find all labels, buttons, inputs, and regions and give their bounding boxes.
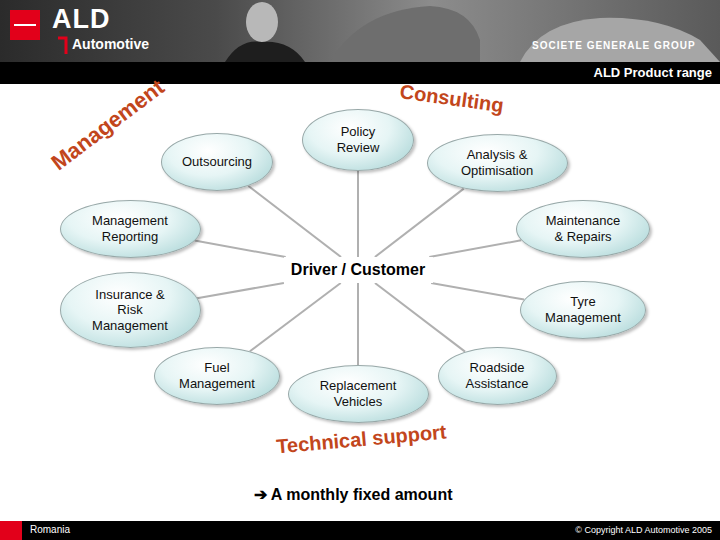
center-text: Driver / Customer xyxy=(291,260,425,279)
spoke-line xyxy=(375,283,465,352)
footer-ground xyxy=(0,521,720,540)
footer-region: Romania xyxy=(30,524,70,535)
service-name: Roadside Assistance xyxy=(460,360,535,391)
driver-head xyxy=(246,2,278,42)
service-name: Tyre Management xyxy=(543,294,623,325)
logo-subword: Automotive xyxy=(72,36,149,52)
center-label: Driver / Customer xyxy=(284,257,433,283)
spoke-line xyxy=(195,241,286,257)
photo-ground xyxy=(0,0,720,62)
arc-heading: Management xyxy=(46,74,169,176)
service-ellipse: Outsourcing xyxy=(161,133,273,191)
footer-copyright: © Copyright ALD Automotive 2005 xyxy=(575,525,712,535)
logo-word: ALD xyxy=(52,4,111,35)
arc-heading: Consulting xyxy=(398,80,505,117)
service-name: Replacement Vehicles xyxy=(313,378,403,409)
service-ellipse: Management Reporting xyxy=(60,200,201,258)
service-name: Management Reporting xyxy=(85,213,175,244)
service-name: Outsourcing xyxy=(182,154,252,170)
service-ellipse: Tyre Management xyxy=(520,281,646,339)
spoke-line xyxy=(375,189,464,257)
service-name: Maintenance & Repairs xyxy=(541,213,626,244)
service-ellipse: Replacement Vehicles xyxy=(288,365,429,423)
slide-title: ALD Product range xyxy=(594,65,712,80)
logo-bracket xyxy=(58,38,66,54)
service-ellipse: Fuel Management xyxy=(154,347,280,405)
service-name: Analysis & Optimisation xyxy=(452,147,542,178)
spoke-line xyxy=(357,171,359,257)
spoke-line xyxy=(197,283,284,298)
car-body xyxy=(520,18,720,62)
spoke-line xyxy=(357,283,359,365)
spoke-line xyxy=(431,283,524,300)
service-ellipse: Insurance & Risk Management xyxy=(60,272,201,348)
note: ➔ A monthly fixed amount xyxy=(254,485,452,504)
service-ellipse: Roadside Assistance xyxy=(438,347,557,405)
title-bar xyxy=(0,62,720,84)
arc-heading: Technical support xyxy=(275,421,447,459)
spoke-line xyxy=(429,240,521,257)
service-ellipse: Maintenance & Repairs xyxy=(516,200,650,258)
group-name: SOCIETE GENERALE GROUP xyxy=(532,40,696,51)
service-ellipse: Policy Review xyxy=(302,109,414,171)
spoke-line xyxy=(248,186,341,257)
service-name: Fuel Management xyxy=(177,360,257,391)
logo-line xyxy=(14,24,36,26)
driver-suit xyxy=(225,41,305,62)
spoke-line xyxy=(250,283,341,351)
service-name: Policy Review xyxy=(323,124,393,155)
service-name: Insurance & Risk Management xyxy=(85,287,175,334)
footer-red-block xyxy=(0,521,22,540)
logo-square xyxy=(10,10,40,40)
steering-wheel xyxy=(330,6,480,62)
service-ellipse: Analysis & Optimisation xyxy=(427,134,568,192)
